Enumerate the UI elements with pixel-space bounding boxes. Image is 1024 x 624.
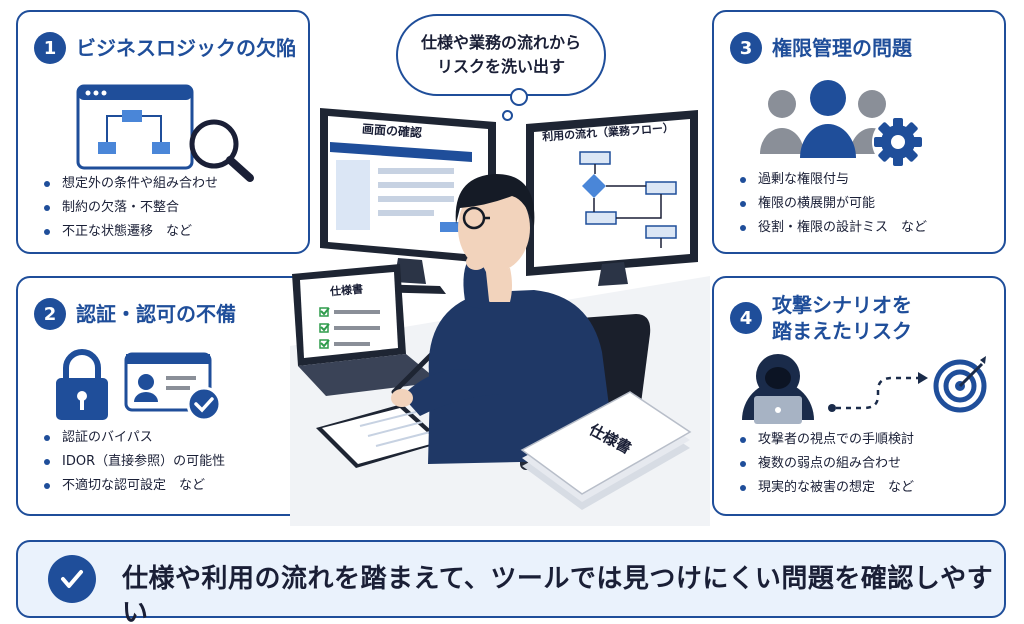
card-attack-scenario: 4 攻撃シナリオを 踏まえたリスク 攻撃者の視点での手順検討 複数の弱点の組み合… <box>712 276 1006 516</box>
thought-bubble-dot <box>510 88 528 106</box>
thought-bubble-dot <box>502 110 513 121</box>
lock-id-card-icon <box>56 349 222 422</box>
flowchart-window-magnifier-icon <box>76 84 254 182</box>
card-1-header: 1 ビジネスロジックの欠陥 <box>34 32 296 64</box>
card-4-bullets: 攻撃者の視点での手順検討 複数の弱点の組み合わせ 現実的な被害の想定 など <box>740 428 914 500</box>
list-item: 現実的な被害の想定 など <box>740 476 914 500</box>
list-item: 不正な状態遷移 など <box>44 220 218 244</box>
card-permission: 3 権限管理の問題 過剰な権限付与 権限の横展開が可能 <box>712 10 1006 254</box>
list-item: 過剰な権限付与 <box>740 168 927 192</box>
thought-bubble-line-1: 仕様や業務の流れから <box>420 33 581 52</box>
laptop <box>292 264 440 396</box>
users-gear-icon <box>760 80 924 168</box>
card-4-title: 攻撃シナリオを 踏まえたリスク <box>772 292 912 344</box>
list-item: 複数の弱点の組み合わせ <box>740 452 914 476</box>
conclusion-text: 仕様や利用の流れを踏まえて、ツールでは見つけにくい問題を確認しやすい <box>122 564 994 624</box>
card-2-bullets: 認証のバイパス IDOR（直接参照）の可能性 不適切な認可設定 など <box>44 426 225 498</box>
thought-bubble: 仕様や業務の流れから リスクを洗い出す <box>396 14 606 96</box>
notebook <box>316 351 444 468</box>
list-item: 権限の横展開が可能 <box>740 192 927 216</box>
card-1-bullets: 想定外の条件や組み合わせ 制約の欠落・不整合 不正な状態遷移 など <box>44 172 218 244</box>
desk-scene <box>290 108 710 526</box>
hacker-target-icon <box>742 354 987 424</box>
right-monitor <box>526 110 698 286</box>
list-item: 想定外の条件や組み合わせ <box>44 172 218 196</box>
left-monitor <box>320 108 496 294</box>
card-business-logic: 1 ビジネスロジックの欠陥 想定外の条件や組み合わせ 制約の欠落・不整合 不正な… <box>16 10 310 254</box>
card-4-title-line-1: 攻撃シナリオを <box>772 293 912 317</box>
list-item: IDOR（直接参照）の可能性 <box>44 450 225 474</box>
list-item: 役割・権限の設計ミス など <box>740 216 927 240</box>
card-4-title-line-2: 踏まえたリスク <box>772 319 912 343</box>
card-2-header: 2 認証・認可の不備 <box>34 298 236 330</box>
person <box>391 174 616 464</box>
card-4-number: 4 <box>730 302 762 334</box>
card-3-header: 3 権限管理の問題 <box>730 32 912 64</box>
check-icon <box>48 555 96 603</box>
card-2-title: 認証・認可の不備 <box>76 302 236 326</box>
card-3-title: 権限管理の問題 <box>772 36 912 60</box>
conclusion-banner: 仕様や利用の流れを踏まえて、ツールでは見つけにくい問題を確認しやすい <box>16 540 1006 624</box>
laptop-screen-title: 仕様書 <box>329 282 364 299</box>
card-auth: 2 認証・認可の不備 認証のバイパス IDOR（直接参照）の可能性 不適切な認可… <box>16 276 310 516</box>
card-3-bullets: 過剰な権限付与 権限の横展開が可能 役割・権限の設計ミス など <box>740 168 927 240</box>
card-2-number: 2 <box>34 298 66 330</box>
list-item: 攻撃者の視点での手順検討 <box>740 428 914 452</box>
list-item: 不適切な認可設定 など <box>44 474 225 498</box>
list-item: 制約の欠落・不整合 <box>44 196 218 220</box>
card-3-number: 3 <box>730 32 762 64</box>
card-1-number: 1 <box>34 32 66 64</box>
card-4-header: 4 攻撃シナリオを 踏まえたリスク <box>730 292 912 344</box>
list-item: 認証のバイパス <box>44 426 225 450</box>
card-1-title: ビジネスロジックの欠陥 <box>76 36 296 60</box>
analyst-illustration: 画面の確認 利用の流れ（業務フロー） 仕様書 仕様書 <box>290 96 710 526</box>
document-stack <box>520 391 692 510</box>
thought-bubble-line-2: リスクを洗い出す <box>436 57 565 76</box>
